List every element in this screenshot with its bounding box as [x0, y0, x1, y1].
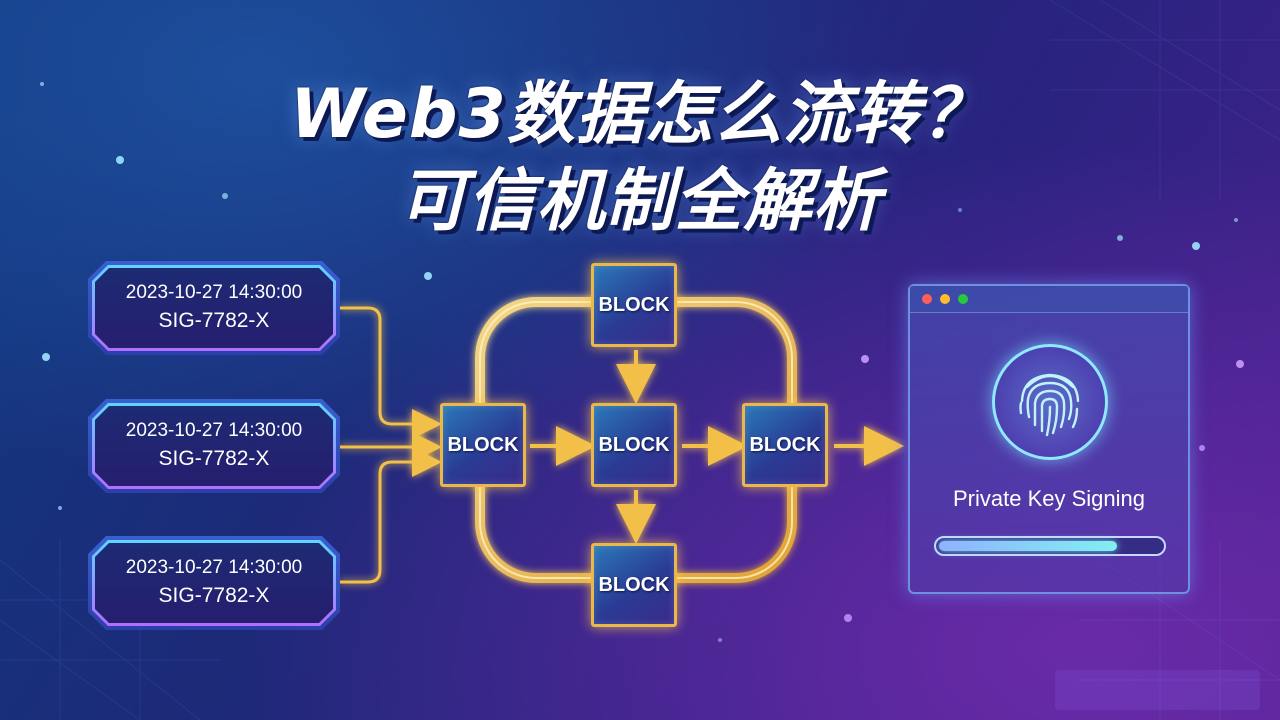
- block-top: BLOCK: [591, 263, 677, 347]
- signature-id: SIG-7782-X: [158, 447, 270, 470]
- window-title-bar: [910, 286, 1188, 313]
- block-center: BLOCK: [591, 403, 677, 487]
- signature-card-1: 2023-10-27 14:30:00 SIG-7782-X: [88, 261, 340, 355]
- signature-card-3: 2023-10-27 14:30:00 SIG-7782-X: [88, 536, 340, 630]
- signing-progress-bar: [934, 536, 1166, 556]
- page-title-line-2: 可信机制全解析: [398, 162, 882, 241]
- signing-window: Private Key Signing: [908, 284, 1190, 594]
- signing-progress-fill: [939, 541, 1117, 551]
- signature-timestamp: 2023-10-27 14:30:00: [125, 282, 303, 303]
- block-right: BLOCK: [742, 403, 828, 487]
- window-maximize-dot: [958, 294, 968, 304]
- block-bottom: BLOCK: [591, 543, 677, 627]
- window-close-dot: [922, 294, 932, 304]
- block-left: BLOCK: [440, 403, 526, 487]
- block-arrows: [530, 350, 904, 544]
- page-title-line-1: Web3数据怎么流转？: [290, 75, 990, 154]
- corner-watermark: [1055, 670, 1260, 710]
- fingerprint-badge: [992, 344, 1108, 460]
- background-stars: [40, 82, 1244, 642]
- signature-card-2: 2023-10-27 14:30:00 SIG-7782-X: [88, 399, 340, 493]
- signature-timestamp: 2023-10-27 14:30:00: [125, 420, 303, 441]
- signature-id: SIG-7782-X: [158, 584, 270, 607]
- signature-id: SIG-7782-X: [158, 309, 270, 332]
- window-minimize-dot: [940, 294, 950, 304]
- card-connectors: [340, 306, 442, 584]
- fingerprint-icon: [1019, 373, 1080, 437]
- signing-label: Private Key Signing: [953, 486, 1145, 511]
- signature-timestamp: 2023-10-27 14:30:00: [125, 557, 303, 578]
